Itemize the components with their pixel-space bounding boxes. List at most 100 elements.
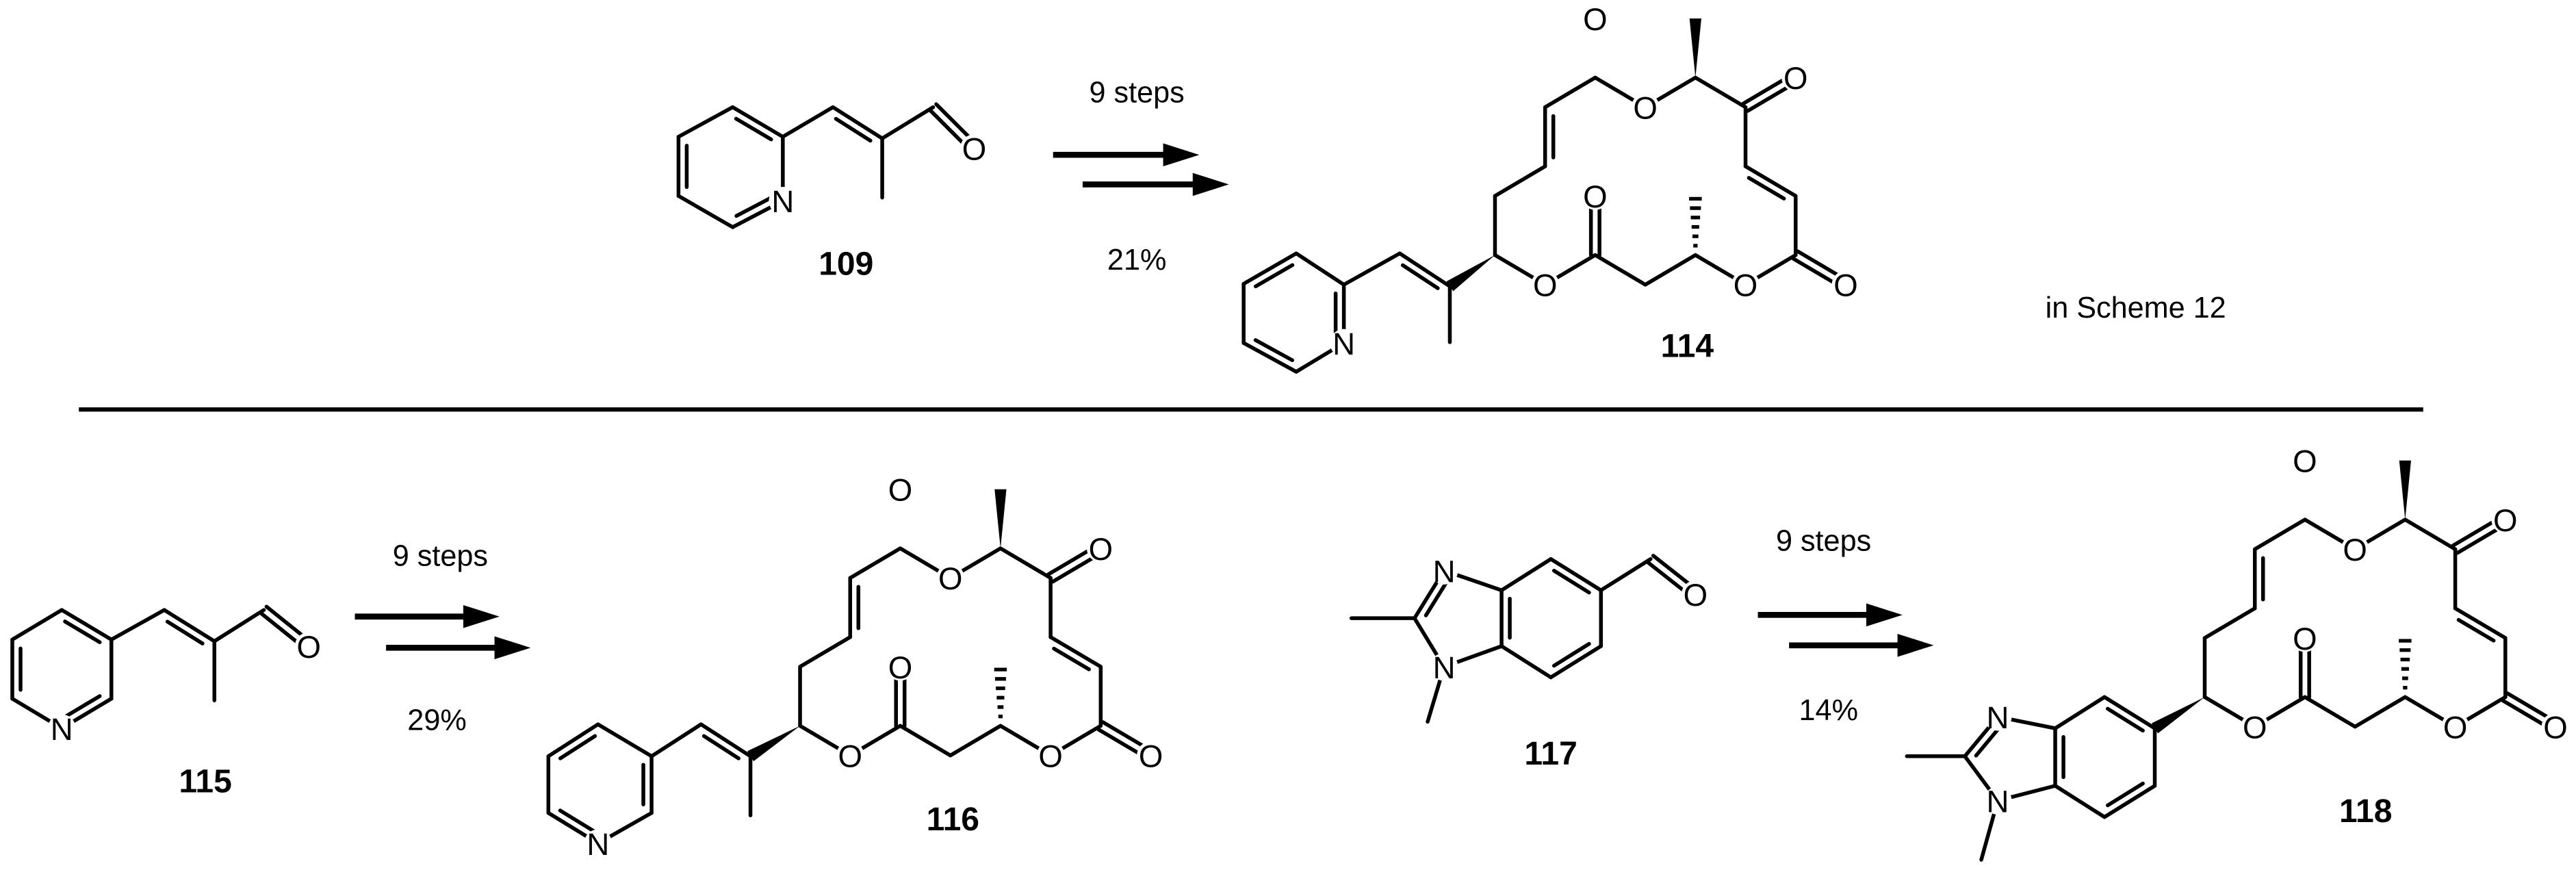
macrocycle-bond: [2252, 517, 2307, 552]
atom-label-background: [1581, 4, 1610, 33]
macrocycle-bond: [948, 724, 1003, 758]
ring-bond: [1294, 251, 1346, 287]
macrocycle-bond: [2453, 606, 2508, 640]
oxygen-atom-label: O: [1633, 90, 1657, 125]
double-bond-inner-line: [701, 734, 740, 760]
wedge-bond: [747, 726, 801, 762]
macrocycle-bond: [1593, 253, 1647, 287]
single-bond: [781, 105, 835, 139]
ring-bond: [2102, 695, 2157, 730]
atom-label-background: [1036, 741, 1065, 770]
oxygen-atom-label: O: [1833, 268, 1857, 303]
ring-bond: [596, 722, 654, 758]
double-bond-inner-line: [734, 195, 774, 218]
double-bond-inner-line: [1747, 176, 1786, 201]
oxygen-atom-label: O: [297, 630, 321, 665]
oxygen-atom-label: O: [962, 131, 986, 166]
ring-bond: [2053, 784, 2107, 819]
atom-label-background: [47, 714, 76, 743]
double-bond-inner-line: [1551, 569, 1591, 595]
macrocycle-bond: [1048, 635, 1103, 669]
atom-label-background: [836, 741, 864, 770]
macrocycle-bond: [848, 546, 903, 580]
ring-bond: [730, 105, 785, 139]
ring-bond: [1499, 644, 1553, 680]
reaction-arrow-head: [1897, 633, 1934, 657]
atom-label-background: [294, 632, 323, 661]
atom-label-background: [2491, 505, 2520, 534]
double-bond-inner-line: [1253, 263, 1295, 289]
ring-bond: [1241, 341, 1298, 374]
single-bond: [880, 105, 936, 140]
nitrogen-atom-label: N: [1987, 784, 2009, 819]
atom-label-background: [1831, 270, 1860, 299]
reaction-3-steps: 9 steps: [1776, 525, 1871, 558]
oxygen-atom-label: O: [888, 473, 912, 508]
macrocycle-bond: [2303, 695, 2357, 729]
macrocycle-bond: [1743, 164, 1798, 198]
double-bond-inner-line: [1974, 726, 2001, 758]
reaction-1-yield: 21%: [1107, 244, 1166, 277]
nitrogen-atom-label: N: [51, 712, 73, 747]
nitrogen-atom-label: N: [771, 184, 794, 219]
oxygen-atom-label: O: [2343, 533, 2367, 567]
macrocycle-bond: [1643, 253, 1698, 287]
nitrogen-atom-label: N: [1433, 650, 1456, 685]
double-bond-inner-line: [734, 116, 773, 142]
atom-label-background: [769, 187, 797, 215]
methyl-wedge-bond: [1689, 18, 1701, 78]
oxygen-atom-label: O: [1684, 578, 1708, 613]
scheme-reference-note: in Scheme 12: [2046, 292, 2226, 324]
ring-bond: [60, 608, 114, 642]
oxygen-atom-label: O: [1089, 532, 1113, 567]
oxygen-atom-label: O: [938, 561, 962, 596]
ring-bond: [1499, 556, 1553, 593]
reaction-arrow-head: [463, 604, 500, 628]
ring-bond: [2102, 784, 2157, 819]
oxygen-atom-label: O: [2543, 710, 2567, 745]
nitrogen-atom-label: N: [1332, 327, 1355, 361]
atom-label-background: [1430, 556, 1458, 585]
atom-label-background: [886, 475, 914, 504]
reaction-arrow-head: [1192, 172, 1229, 196]
atom-label-background: [886, 652, 914, 681]
oxygen-atom-label: O: [1783, 61, 1807, 96]
reaction-arrow-head: [494, 636, 531, 660]
nitrogen-atom-label: N: [1987, 700, 2009, 735]
double-bond-inner-line: [2456, 617, 2496, 643]
single-bond: [1398, 251, 1452, 289]
atom-label-background: [1983, 786, 2012, 815]
atom-label-background: [1731, 270, 1760, 299]
single-bond: [162, 608, 217, 643]
ring-bond: [1549, 644, 1603, 680]
ring-bond: [1241, 251, 1298, 286]
atom-label-background: [2241, 713, 2269, 741]
atom-label-background: [584, 829, 613, 858]
atom-label-background: [1531, 270, 1560, 299]
oxygen-atom-label: O: [1139, 739, 1163, 773]
nitrogen-atom-label: N: [1433, 554, 1456, 589]
atom-label-background: [2291, 446, 2319, 475]
ring-bond: [2053, 695, 2107, 730]
atom-label-background: [1681, 580, 1710, 609]
compound-label-118: 118: [2339, 793, 2392, 830]
macrocycle-bond: [1493, 164, 1547, 198]
macrocycle-bond: [2202, 606, 2257, 640]
atom-label-background: [1137, 741, 1165, 770]
ring-bond: [546, 722, 600, 758]
single-bond: [649, 722, 704, 758]
reaction-3-yield: 14%: [1799, 694, 1858, 727]
oxygen-atom-label: O: [1038, 739, 1062, 773]
double-bond-inner-line: [165, 619, 205, 645]
macrocycle-bond: [1543, 75, 1597, 110]
oxygen-atom-label: O: [2243, 710, 2267, 745]
single-bond: [1599, 556, 1653, 593]
atom-label-background: [1983, 702, 2012, 731]
oxygen-atom-label: O: [1583, 2, 1607, 37]
atom-label-background: [1581, 181, 1610, 210]
wedge-bond: [1446, 255, 1495, 292]
single-bond: [212, 608, 266, 643]
double-bond-inner-line: [1052, 646, 1092, 671]
double-bond-inner-line: [63, 619, 102, 644]
single-bond: [109, 608, 166, 642]
